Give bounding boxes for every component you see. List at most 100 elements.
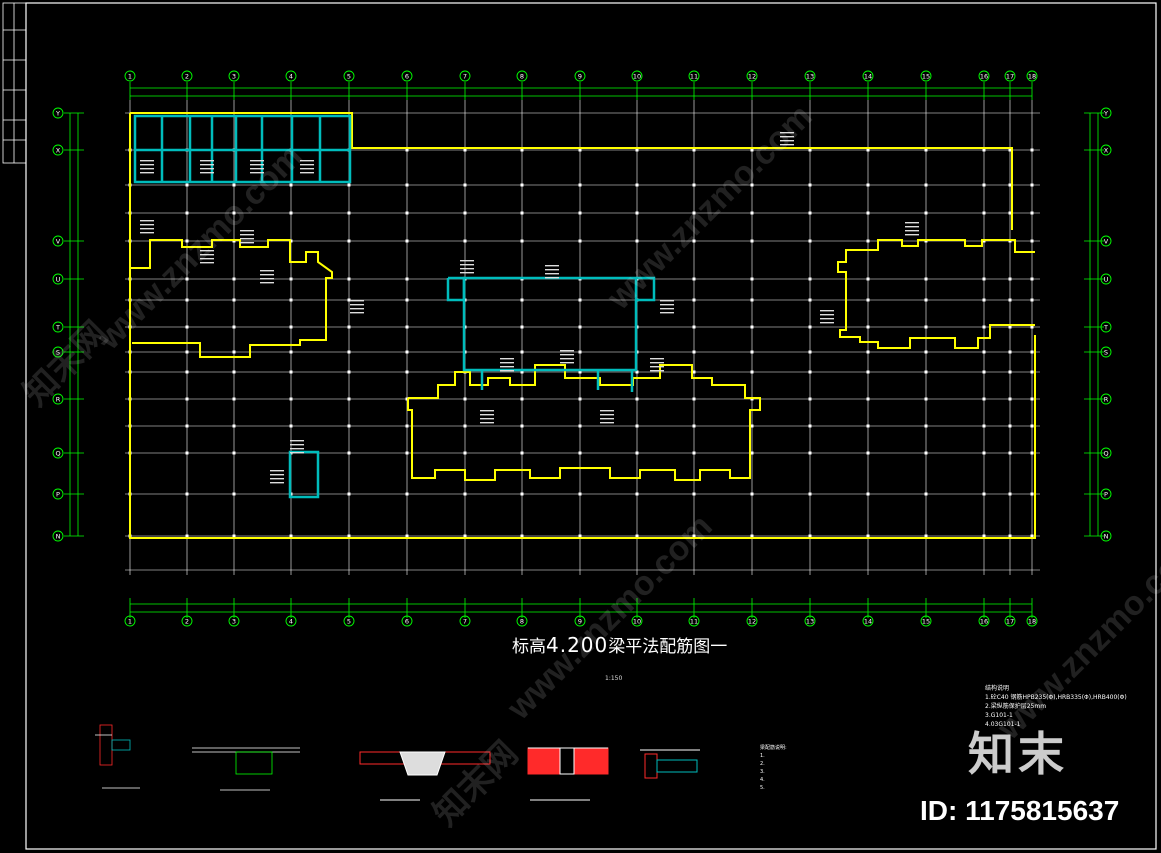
column-post: [578, 298, 582, 302]
column-post: [232, 370, 236, 374]
beam-annotation-mark: [140, 172, 154, 174]
grid-bubble-label: V: [56, 238, 61, 246]
column-grid-bubbles: 1122334455667788991010111112121313141415…: [124, 70, 1038, 627]
column-post: [982, 325, 986, 329]
grid-bubble: [804, 615, 816, 627]
column-post: [982, 277, 986, 281]
beam-annotation-mark: [650, 366, 664, 368]
grid-bubble-label: 14: [864, 618, 872, 626]
grid-bubble: [401, 615, 413, 627]
column-post: [924, 183, 928, 187]
grid-bubble-label: 10: [633, 618, 641, 626]
column-post: [1030, 211, 1034, 215]
grid-bubble: [459, 70, 471, 82]
grid-bubble-label: T: [1103, 324, 1108, 332]
title-number: 4.200: [546, 633, 609, 657]
column-post: [185, 534, 189, 538]
beam-annotation-mark: [660, 304, 674, 306]
column-post: [405, 211, 409, 215]
beam-annotation-mark: [200, 172, 214, 174]
column-post: [635, 534, 639, 538]
column-post: [289, 370, 293, 374]
beam-annotation-mark: [660, 312, 674, 314]
beam-annotation-mark: [905, 234, 919, 236]
column-post: [463, 183, 467, 187]
grid-bubble-label: 9: [578, 73, 582, 81]
column-post: [635, 370, 639, 374]
central-core-beams: [446, 276, 656, 392]
grid-bubble-label: 2: [185, 73, 189, 81]
beam-annotation-mark: [780, 136, 794, 138]
grid-bubble: [631, 615, 643, 627]
grid-bubble: [1100, 107, 1112, 119]
beam-annotation-mark: [350, 312, 364, 314]
grid-bubble: [920, 70, 932, 82]
column-post: [463, 211, 467, 215]
column-post: [347, 277, 351, 281]
column-post: [1008, 277, 1012, 281]
column-post: [866, 370, 870, 374]
grid-bubble-label: 13: [806, 73, 814, 81]
grid-bubble: [862, 70, 874, 82]
note-line: 1.砼C40 钢筋HPB235(Φ),HRB335(Φ),HRB400(Φ): [985, 694, 1127, 701]
column-post: [347, 492, 351, 496]
grid-bubble-label: 18: [1028, 618, 1036, 626]
column-post: [405, 492, 409, 496]
column-post: [635, 397, 639, 401]
note-line: 2.: [760, 761, 765, 767]
right-tower-outline: [837, 239, 1035, 349]
column-post: [1008, 325, 1012, 329]
column-post: [808, 451, 812, 455]
grid-bubble: [574, 615, 586, 627]
image-id-label: ID: 1175815637: [920, 795, 1120, 826]
column-post: [982, 350, 986, 354]
grid-bubble: [52, 273, 64, 285]
column-post: [463, 239, 467, 243]
column-post: [578, 397, 582, 401]
column-post: [185, 277, 189, 281]
grid-bubble-label: 4: [289, 618, 293, 626]
column-post: [1030, 424, 1034, 428]
grid-bubble-label: 14: [864, 73, 872, 81]
beam-annotation-mark: [270, 470, 284, 472]
beam-annotation-mark: [250, 172, 264, 174]
grid-bubble-label: 8: [520, 73, 524, 81]
column-post: [185, 451, 189, 455]
beam-annotation-mark: [480, 414, 494, 416]
column-post: [692, 370, 696, 374]
central-podium-outline: [407, 364, 761, 481]
grid-bubble: [52, 346, 64, 358]
structural-notes: 结构说明 1.砼C40 钢筋HPB235(Φ),HRB335(Φ),HRB400…: [985, 684, 1127, 729]
column-post: [347, 211, 351, 215]
column-post: [924, 298, 928, 302]
grid-bubble: [52, 488, 64, 500]
grid-bubble: [124, 70, 136, 82]
beam-annotation-mark: [300, 164, 314, 166]
grid-bubble: [862, 615, 874, 627]
column-post: [808, 211, 812, 215]
grid-bubble-label: R: [56, 396, 61, 404]
column-post: [1008, 148, 1012, 152]
column-post: [463, 397, 467, 401]
column-post: [924, 350, 928, 354]
column-post: [578, 239, 582, 243]
column-post: [924, 451, 928, 455]
beam-annotation-mark: [820, 318, 834, 320]
grid-bubble: [228, 615, 240, 627]
grid-bubble: [1100, 144, 1112, 156]
detail-section-4: [527, 747, 609, 801]
column-post: [232, 492, 236, 496]
column-post: [808, 277, 812, 281]
grid-bubble: [574, 70, 586, 82]
grid-bubble-label: Y: [1103, 110, 1108, 118]
column-post: [1008, 492, 1012, 496]
beam-annotation-mark: [905, 226, 919, 228]
grid-bubble-label: 13: [806, 618, 814, 626]
beam-annotation-mark: [350, 300, 364, 302]
column-post: [750, 325, 754, 329]
detail-section-3: [359, 751, 491, 801]
column-post: [1008, 534, 1012, 538]
column-post: [232, 534, 236, 538]
beam-annotation-mark: [500, 362, 514, 364]
